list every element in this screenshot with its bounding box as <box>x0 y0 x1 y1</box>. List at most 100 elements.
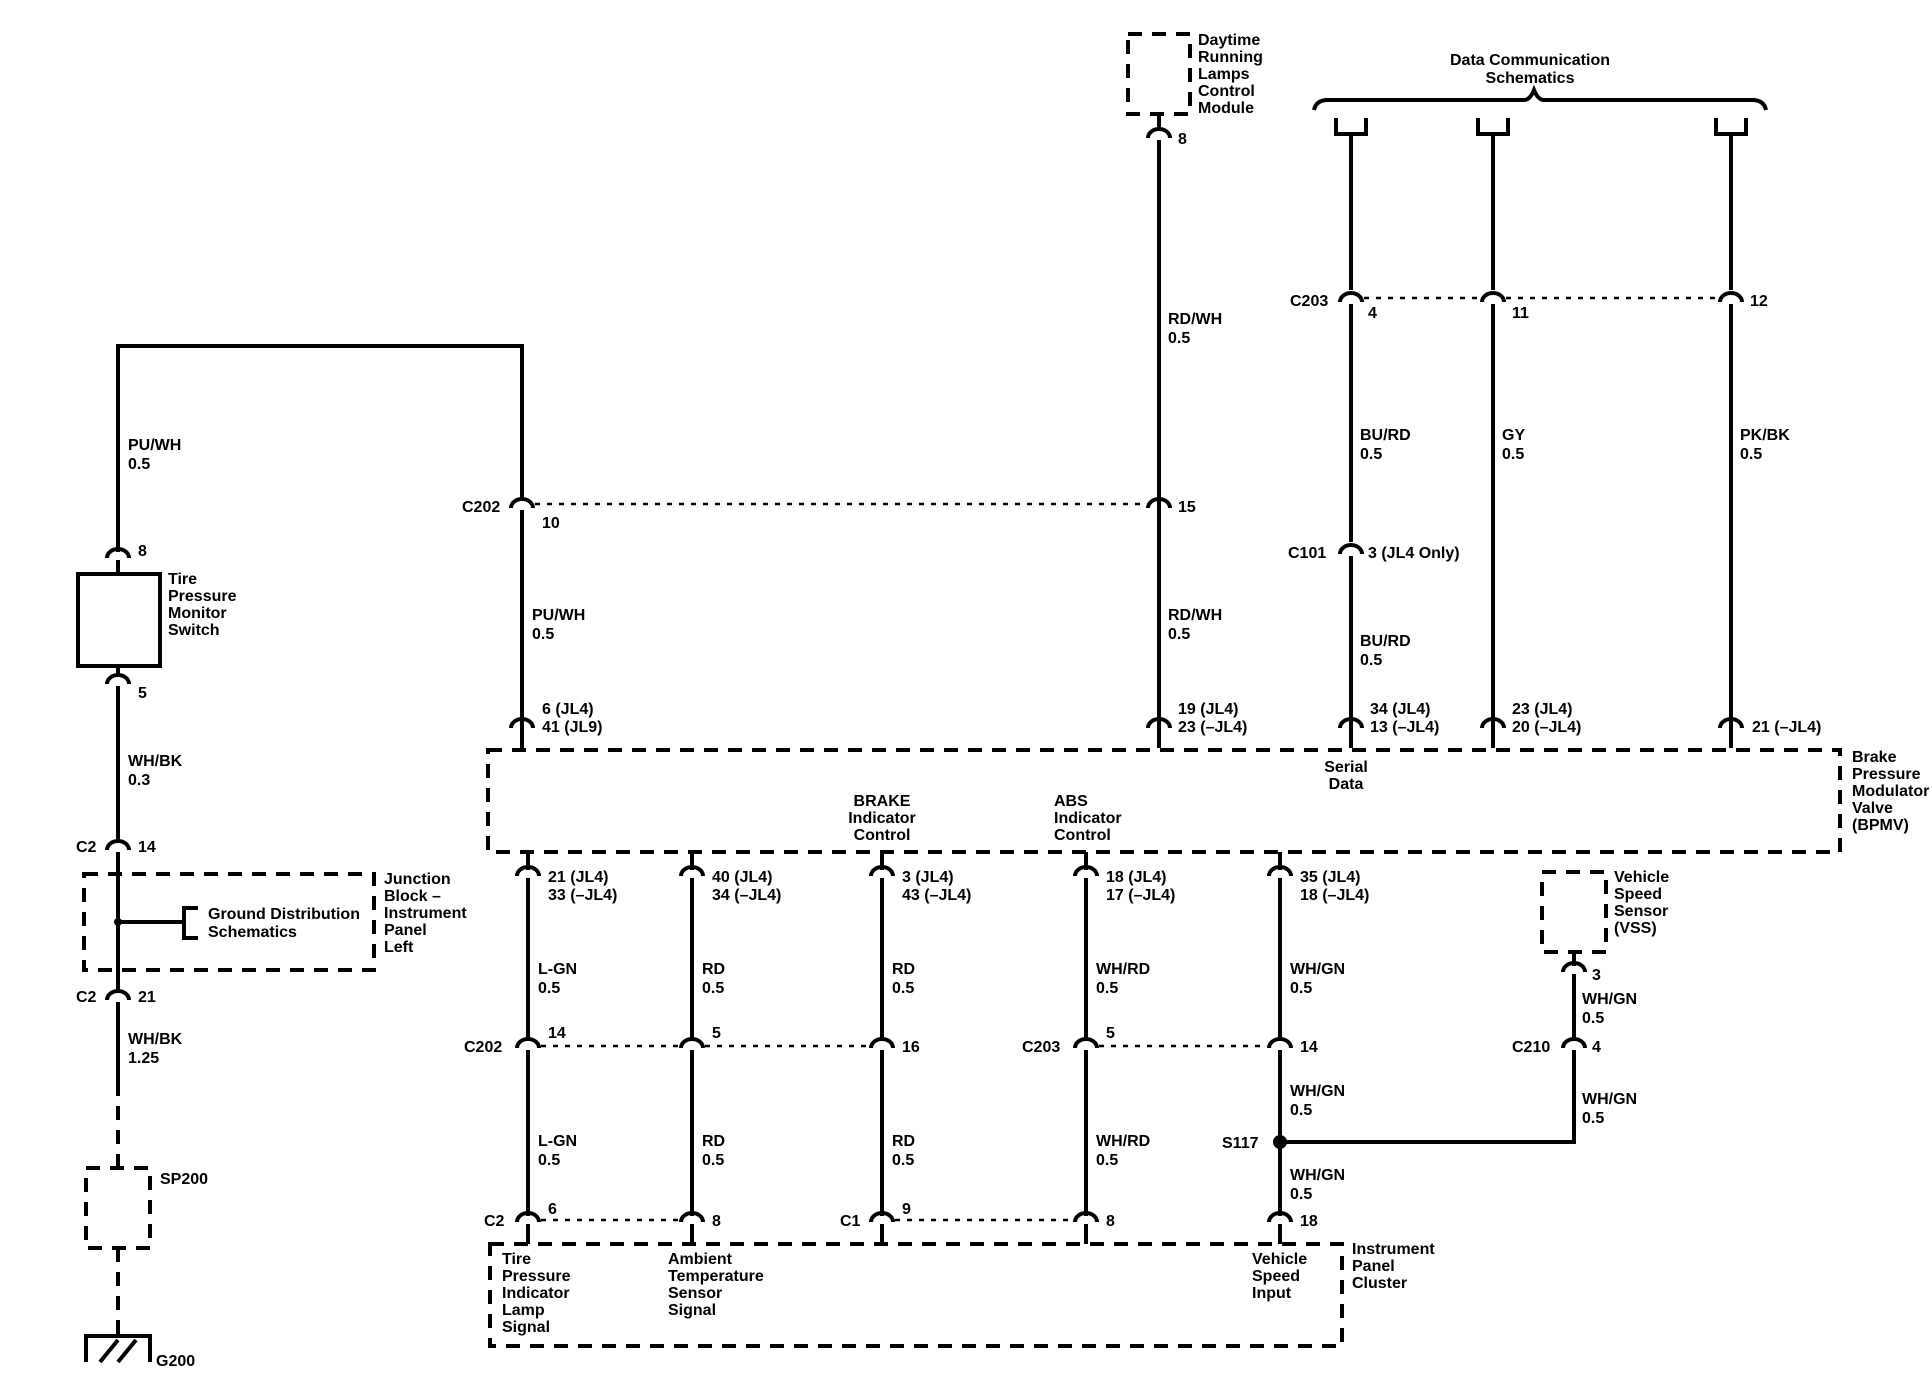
c203-pin4: 4 <box>1368 305 1377 322</box>
abs-ind-line1: ABS <box>1054 793 1088 810</box>
serial-data-line1: Serial <box>1324 759 1368 776</box>
wire-label-whgn-vss: WH/GN <box>1582 991 1637 1008</box>
junction-line3: Instrument <box>384 905 467 922</box>
wire-label-whrd-2: WH/RD <box>1096 1133 1150 1150</box>
c210-pin4-connector <box>1561 1037 1587 1049</box>
c2-pin14-connector <box>105 839 131 851</box>
wire-puwh-top <box>116 344 524 552</box>
ipc-line1: Instrument <box>1352 1241 1435 1258</box>
data-comm-brace <box>1312 84 1768 111</box>
connector-c203-bot: C203 <box>1022 1039 1060 1056</box>
wire-label-whgn-4: WH/GN <box>1290 1167 1345 1184</box>
brake-ind-line3: Control <box>854 827 911 844</box>
bpmv-top-pin-2 <box>1146 717 1172 748</box>
c202-pin14: 14 <box>548 1025 566 1042</box>
wire-gauge-whgn-2: 0.5 <box>1290 1102 1312 1119</box>
c2-pin14: 14 <box>138 839 156 856</box>
daytime-running-lamps-module <box>1126 32 1192 116</box>
wire-gauge-rdwh-1: 0.5 <box>1168 330 1190 347</box>
bp-bot4-line2: 17 (–JL4) <box>1106 887 1175 904</box>
wire-label-puwh-2: PU/WH <box>532 607 585 624</box>
brake-ind-line2: Indicator <box>848 810 916 827</box>
c202-pin10: 10 <box>542 515 560 532</box>
c203-pin14: 14 <box>1300 1039 1318 1056</box>
bp-top2-line1: 19 (JL4) <box>1178 701 1238 718</box>
wire-gauge-burd-1: 0.5 <box>1360 446 1382 463</box>
wire-gauge-lgn-2: 0.5 <box>538 1152 560 1169</box>
wire-gauge-whbk-2: 1.25 <box>128 1050 159 1067</box>
bp-bot1-line2: 33 (–JL4) <box>548 887 617 904</box>
bp-bot4-line1: 18 (JL4) <box>1106 869 1166 886</box>
wire-label-lgn-2: L-GN <box>538 1133 577 1150</box>
tp-lamp-line5: Signal <box>502 1319 550 1336</box>
bpmv-line3: Modulator <box>1852 783 1929 800</box>
bp-bot5-line2: 18 (–JL4) <box>1300 887 1369 904</box>
c203-pin5: 5 <box>1106 1025 1115 1042</box>
bpmv-line1: Brake <box>1852 749 1897 766</box>
s117-label: S117 <box>1222 1135 1259 1152</box>
connector-c2-a: C2 <box>76 839 97 856</box>
wire-gauge-rd-4: 0.5 <box>892 1152 914 1169</box>
wire-label-whbk-1: WH/BK <box>128 753 183 770</box>
ipc-pin8b: 8 <box>1106 1213 1115 1230</box>
wire-label-whrd-1: WH/RD <box>1096 961 1150 978</box>
wire-label-burd-2: BU/RD <box>1360 633 1411 650</box>
tp-lamp-line3: Indicator <box>502 1285 570 1302</box>
tp-lamp-line4: Lamp <box>502 1302 545 1319</box>
ipc-pin18-connector <box>1267 1211 1293 1244</box>
g200-label: G200 <box>156 1353 195 1370</box>
wire-label-rdwh-2: RD/WH <box>1168 607 1222 624</box>
c203-pin12: 12 <box>1750 293 1768 310</box>
data-comm-line2: Schematics <box>1486 70 1575 87</box>
bpmv-bot-pin-2 <box>679 852 705 1040</box>
junction-line4: Panel <box>384 922 427 939</box>
wire-label-whbk-2: WH/BK <box>128 1031 183 1048</box>
wire-gauge-whrd-1: 0.5 <box>1096 980 1118 997</box>
junction-line2: Block – <box>384 888 441 905</box>
wire-gauge-whgn-1: 0.5 <box>1290 980 1312 997</box>
bpmv-bot-pin-1 <box>515 852 541 1040</box>
c202-pin5-connector <box>679 1037 705 1049</box>
wire-gauge-lgn-1: 0.5 <box>538 980 560 997</box>
drl-line3: Lamps <box>1198 66 1250 83</box>
wire-label-puwh-1: PU/WH <box>128 437 181 454</box>
bp-top3-line2: 13 (–JL4) <box>1370 719 1439 736</box>
wire-label-whgn-1: WH/GN <box>1290 961 1345 978</box>
ipc-pin18: 18 <box>1300 1213 1318 1230</box>
bp-bot3-line1: 3 (JL4) <box>902 869 954 886</box>
c202-pin16: 16 <box>902 1039 920 1056</box>
bp-top1-line2: 41 (JL9) <box>542 719 602 736</box>
ipc-pin6-connector <box>515 1211 541 1244</box>
serial-data-line2: Data <box>1329 776 1364 793</box>
wire-gauge-pkbk: 0.5 <box>1740 446 1762 463</box>
drl-pin8: 8 <box>1178 131 1187 148</box>
connector-c202-top: C202 <box>462 499 500 516</box>
bp-top3-line1: 34 (JL4) <box>1370 701 1430 718</box>
bpmv-line4: Valve <box>1852 800 1893 817</box>
ipc-pin8b-connector <box>1073 1211 1099 1244</box>
bpmv-bot-pin-5 <box>1267 852 1293 1040</box>
wire-label-pkbk: PK/BK <box>1740 427 1790 444</box>
c203-pin4-connector <box>1338 291 1364 303</box>
bp-bot5-line1: 35 (JL4) <box>1300 869 1360 886</box>
ipc-pin9: 9 <box>902 1201 911 1218</box>
connector-c203-top: C203 <box>1290 293 1328 310</box>
wire-label-burd-1: BU/RD <box>1360 427 1411 444</box>
drl-line2: Running <box>1198 49 1263 66</box>
wire-gauge-rd-2: 0.5 <box>892 980 914 997</box>
c2-pin21: 21 <box>138 989 156 1006</box>
tpm-pin5: 5 <box>138 685 147 702</box>
vss-line1: Vehicle <box>1614 869 1669 886</box>
wire-label-whgn-3: WH/GN <box>1582 1091 1637 1108</box>
wire-label-rd-3: RD <box>702 1133 725 1150</box>
dc-terminal-3 <box>1714 118 1748 290</box>
wire-gauge-gy: 0.5 <box>1502 446 1524 463</box>
c202-pin15: 15 <box>1178 499 1196 516</box>
c203-pin14-connector <box>1267 1037 1293 1049</box>
wire-label-lgn-1: L-GN <box>538 961 577 978</box>
connector-c101: C101 <box>1288 545 1326 562</box>
c202-pin15-connector <box>1146 497 1172 509</box>
junction-line1: Junction <box>384 871 451 888</box>
dc-terminal-1 <box>1334 118 1368 290</box>
splice-s117 <box>1273 1135 1287 1149</box>
